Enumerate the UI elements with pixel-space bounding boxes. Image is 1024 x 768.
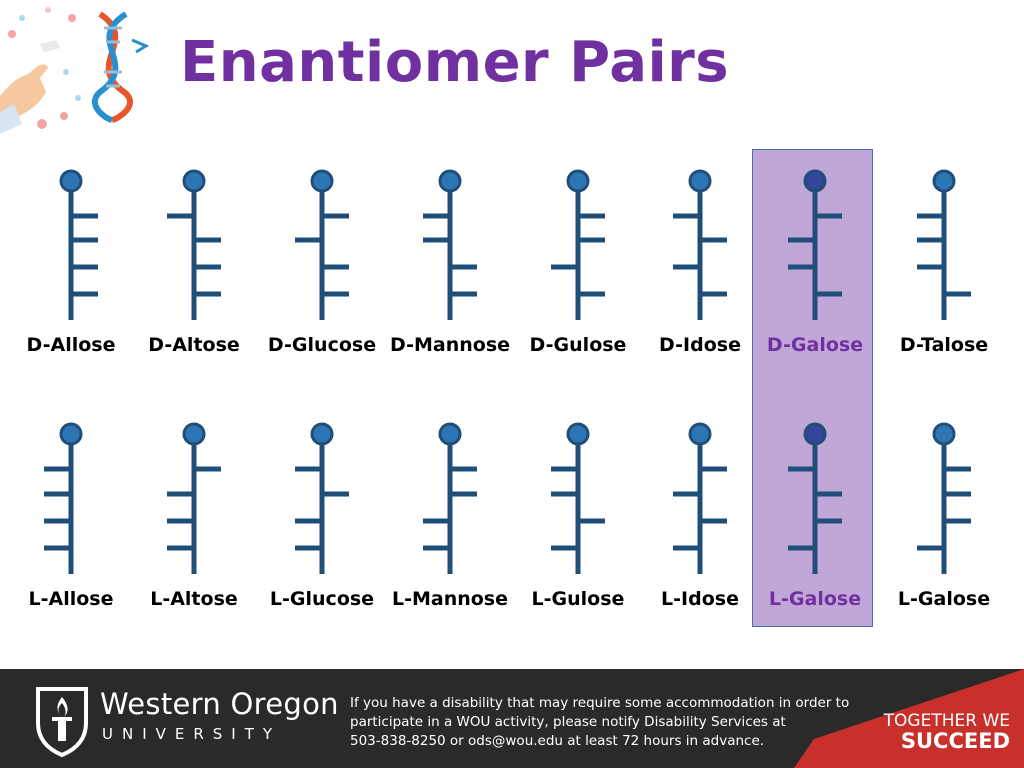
fischer-structure-d-altose bbox=[167, 169, 221, 320]
fischer-structure-l-glucose bbox=[295, 422, 349, 574]
aldehyde-head bbox=[438, 169, 462, 193]
sugar-label: L-Gulose bbox=[531, 588, 625, 610]
sugar-label: D-Talose bbox=[899, 334, 989, 356]
sugar-label: L-Galose bbox=[768, 588, 862, 610]
hand-dna-logo-icon bbox=[0, 7, 150, 134]
notice-line: 503-838-8250 or ods@wou.edu at least 72 … bbox=[350, 733, 765, 749]
sugar-label: D-Altose bbox=[148, 334, 240, 356]
sugar-label: L-Galose bbox=[897, 588, 991, 610]
aldehyde-head bbox=[932, 169, 956, 193]
aldehyde-head bbox=[803, 169, 827, 193]
sugar-label: L-Allose bbox=[28, 588, 114, 610]
footer-bar: Western Oregon UNIVERSITY If you have a … bbox=[0, 669, 1024, 768]
aldehyde-head bbox=[310, 169, 334, 193]
aldehyde-head bbox=[688, 169, 712, 193]
fischer-structure-d-idose bbox=[673, 169, 727, 320]
aldehyde-head bbox=[566, 169, 590, 193]
fischer-structure-d-mannose bbox=[423, 169, 477, 320]
university-sub: UNIVERSITY bbox=[102, 725, 282, 743]
aldehyde-head bbox=[182, 422, 206, 446]
fischer-structure-l-galose bbox=[788, 422, 842, 574]
aldehyde-head bbox=[59, 422, 83, 446]
fischer-structure-d-galose bbox=[788, 169, 842, 320]
sugar-label: L-Altose bbox=[150, 588, 238, 610]
fischer-structure-l-allose bbox=[44, 422, 83, 574]
torch-logo-icon bbox=[36, 687, 88, 758]
fischer-structure-l-mannose bbox=[423, 422, 477, 574]
footer-accent-shape bbox=[794, 669, 1024, 768]
fischer-structure-l-gulose bbox=[551, 422, 605, 574]
fischer-structure-d-gulose bbox=[551, 169, 605, 320]
sugar-label: D-Idose bbox=[659, 334, 741, 356]
aldehyde-head bbox=[932, 422, 956, 446]
aldehyde-head bbox=[566, 422, 590, 446]
aldehyde-head bbox=[310, 422, 334, 446]
notice-line: If you have a disability that may requir… bbox=[350, 695, 850, 711]
slogan-line-2: SUCCEED bbox=[900, 729, 1010, 753]
aldehyde-head bbox=[59, 169, 83, 193]
university-name: Western Oregon bbox=[100, 687, 339, 721]
fischer-structure-l-galose bbox=[917, 422, 971, 574]
slogan: TOGETHER WE SUCCEED bbox=[883, 711, 1010, 753]
sugar-label: L-Idose bbox=[661, 588, 739, 610]
fischer-structure-l-idose bbox=[673, 422, 727, 574]
sugar-label: D-Gulose bbox=[529, 334, 627, 356]
aldehyde-head bbox=[182, 169, 206, 193]
fischer-structure-l-altose bbox=[167, 422, 221, 574]
fischer-structure-d-glucose bbox=[295, 169, 349, 320]
sugar-label: D-Allose bbox=[26, 334, 116, 356]
sugar-label: D-Mannose bbox=[389, 334, 511, 356]
slogan-line-1: TOGETHER WE bbox=[883, 711, 1010, 731]
sugar-label: D-Glucose bbox=[267, 334, 377, 356]
page-title: Enantiomer Pairs bbox=[180, 30, 730, 95]
notice-line: participate in a WOU activity, please no… bbox=[350, 714, 786, 730]
sugar-label: L-Glucose bbox=[269, 588, 375, 610]
disability-notice: If you have a disability that may requir… bbox=[350, 694, 850, 751]
sugar-label: D-Galose bbox=[766, 334, 864, 356]
aldehyde-head bbox=[688, 422, 712, 446]
aldehyde-head bbox=[438, 422, 462, 446]
aldehyde-head bbox=[803, 422, 827, 446]
fischer-structure-d-talose bbox=[917, 169, 971, 320]
sugar-label: L-Mannose bbox=[391, 588, 509, 610]
fischer-structure-d-allose bbox=[59, 169, 98, 320]
